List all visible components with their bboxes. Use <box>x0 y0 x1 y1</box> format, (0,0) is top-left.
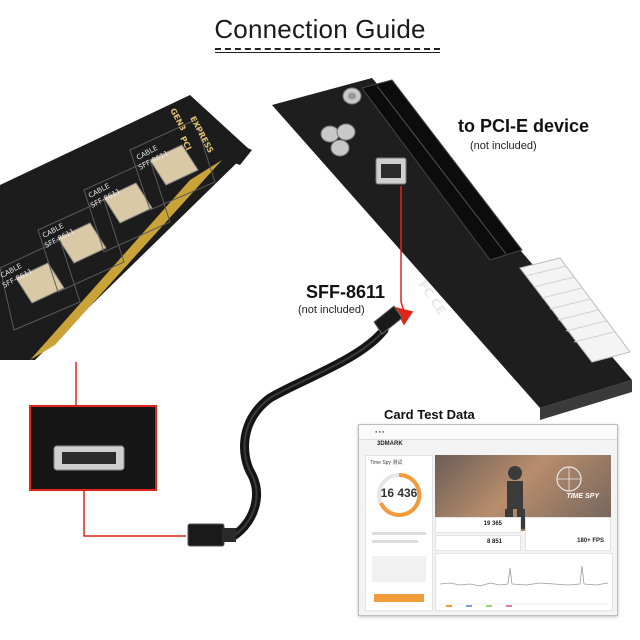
sff-label: SFF-8611 <box>306 282 386 302</box>
performance-graph <box>435 553 613 611</box>
gpu-score-box: 19 365 <box>435 517 521 533</box>
sff-note: (not included) <box>298 304 365 316</box>
score-ring <box>377 472 422 517</box>
capacitors <box>320 87 362 157</box>
pcie-adapter-card: CABLE SFF-8611 CABLE SFF-8611 CABLE SFF-… <box>0 95 252 360</box>
fps-box: 180+ FPS <box>525 517 611 551</box>
window-titlebar: ● ● ● <box>359 425 617 440</box>
test-data-title: Card Test Data <box>384 407 475 422</box>
page-title: Connection Guide <box>214 14 426 44</box>
cpu-score-box: 8 851 <box>435 535 521 551</box>
connector-closeup <box>29 405 157 491</box>
atx-power-connector <box>519 257 631 363</box>
gpu-score: 19 365 <box>483 521 502 527</box>
score-panel: Time Spy 测试 16 436 <box>365 455 433 611</box>
compare-button[interactable] <box>374 594 424 602</box>
pcie-device-note: (not included) <box>470 140 537 152</box>
title-underline <box>215 48 440 50</box>
pcie-device-label: to PCI-E device <box>458 116 590 136</box>
benchmark-brand: 3DMARK <box>377 441 403 447</box>
main-score: 16 436 <box>380 486 418 500</box>
title-underline-solid <box>215 52 440 53</box>
sff-cable <box>187 305 403 547</box>
test-name-label: Time Spy 测试 <box>370 460 403 466</box>
banner-label: TIME SPY <box>566 493 599 500</box>
cpu-score: 8 851 <box>486 539 502 545</box>
fps-value: 180+ FPS <box>577 538 604 544</box>
pointer-lines <box>75 186 414 537</box>
benchmark-screenshot: ● ● ● 3DMARK Time Spy 测试 16 436 TIME SPY… <box>358 424 618 616</box>
